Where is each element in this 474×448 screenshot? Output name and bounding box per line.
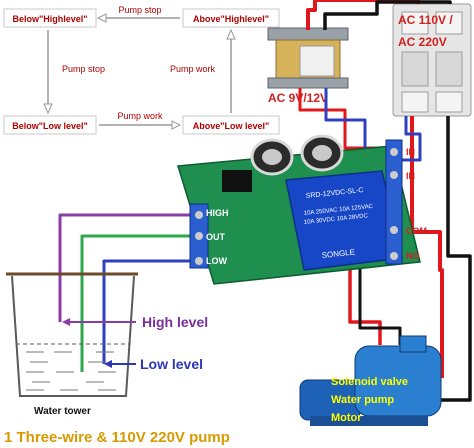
label-no: NO bbox=[406, 251, 420, 261]
pump-work-right-label: Pump work bbox=[170, 64, 216, 74]
label-in-plus: IN bbox=[406, 147, 415, 157]
terminal-screw-com bbox=[390, 226, 398, 234]
terminal-screw-in-plus bbox=[390, 148, 398, 156]
breaker-bottom-right bbox=[435, 91, 463, 113]
pump-label-line1: Solenoid valve bbox=[331, 376, 408, 388]
below-low-label: Below"Low level" bbox=[12, 121, 88, 131]
tank-walls bbox=[11, 275, 135, 397]
arrow-top-head bbox=[96, 13, 107, 23]
water-tower-label: Water tower bbox=[34, 406, 91, 417]
above-low-box bbox=[182, 115, 280, 135]
above-low-label: Above"Low level" bbox=[193, 121, 270, 131]
transformer-base bbox=[267, 77, 349, 89]
wire-red-to-pump bbox=[410, 116, 444, 378]
below-low-box bbox=[3, 115, 97, 135]
arrow-right-head bbox=[226, 28, 236, 40]
wire-red-dc bbox=[298, 88, 385, 150]
breaker-label-line2: AC 220V bbox=[398, 35, 447, 49]
capacitor-left-top bbox=[262, 149, 282, 165]
terminal-screw-low bbox=[195, 257, 203, 265]
high-level-arrow-head bbox=[62, 318, 70, 326]
wire-blue-breaker bbox=[393, 116, 422, 162]
pump-stop-left-label: Pump stop bbox=[62, 64, 105, 74]
low-level-label: Low level bbox=[140, 356, 203, 372]
label-com: COM bbox=[406, 226, 427, 236]
terminal-screw-in-minus bbox=[390, 171, 398, 179]
breaker-switch-right bbox=[435, 51, 463, 87]
wire-blue-low bbox=[102, 259, 193, 364]
relay-brand: SONGLE bbox=[321, 248, 355, 260]
label-out: OUT bbox=[206, 232, 226, 242]
breaker-terminal-left bbox=[401, 11, 429, 35]
capacitor-right-top bbox=[312, 145, 332, 161]
water-hatching bbox=[26, 351, 116, 391]
below-high-box bbox=[3, 8, 97, 28]
pump-outlet bbox=[399, 335, 427, 353]
label-high: HIGH bbox=[206, 208, 229, 218]
power-terminal-block bbox=[385, 139, 403, 265]
flow-chart: Below"Highlevel" Above"Highlevel" Below"… bbox=[3, 5, 280, 135]
transformer-label-sticker bbox=[299, 45, 335, 77]
circuit-breaker: AC 110V / AC 220V bbox=[392, 3, 472, 117]
pump-stop-top-label: Pump stop bbox=[118, 5, 161, 15]
breaker-terminal-right bbox=[435, 11, 463, 35]
breaker-label-line1: AC 110V / bbox=[398, 13, 453, 27]
breaker-bottom-left bbox=[401, 91, 429, 113]
above-high-box bbox=[182, 8, 280, 28]
arrow-left-head bbox=[43, 103, 53, 115]
wire-black-ac-top bbox=[323, 0, 452, 30]
caption: 1 Three-wire & 110V 220V pump bbox=[4, 429, 230, 446]
wire-green-out bbox=[80, 234, 193, 372]
transformer: AC 9V/12V bbox=[267, 27, 349, 105]
terminal-screw-no bbox=[390, 252, 398, 260]
arrow-bottom-head bbox=[171, 120, 182, 130]
terminal-screw-high bbox=[195, 211, 203, 219]
pump-base bbox=[310, 416, 428, 426]
pump-work-bottom-label: Pump work bbox=[117, 111, 163, 121]
terminal-screw-out bbox=[195, 232, 203, 240]
water-tank: High level Low level Water tower bbox=[6, 272, 208, 417]
above-high-label: Above"Highlevel" bbox=[193, 14, 269, 24]
relay-board: SRD-12VDC-SL-C 10A 250VAC 10A 125VAC 10A… bbox=[177, 134, 427, 285]
ic-chip bbox=[222, 170, 252, 192]
pump-label-line3: Motor bbox=[331, 412, 362, 424]
water-pump: Solenoid valve Water pump Motor bbox=[299, 335, 442, 426]
label-low: LOW bbox=[206, 256, 227, 266]
wire-purple-high bbox=[58, 213, 193, 322]
breaker-switch-left bbox=[401, 51, 429, 87]
pump-label-line2: Water pump bbox=[331, 394, 394, 406]
high-level-label: High level bbox=[142, 314, 208, 330]
label-in-minus: IN bbox=[406, 171, 415, 181]
low-level-arrow-head bbox=[104, 360, 112, 368]
wire-black-to-pump bbox=[430, 116, 472, 402]
transformer-ac-label: AC 9V/12V bbox=[268, 91, 328, 105]
below-high-label: Below"Highlevel" bbox=[12, 14, 87, 24]
